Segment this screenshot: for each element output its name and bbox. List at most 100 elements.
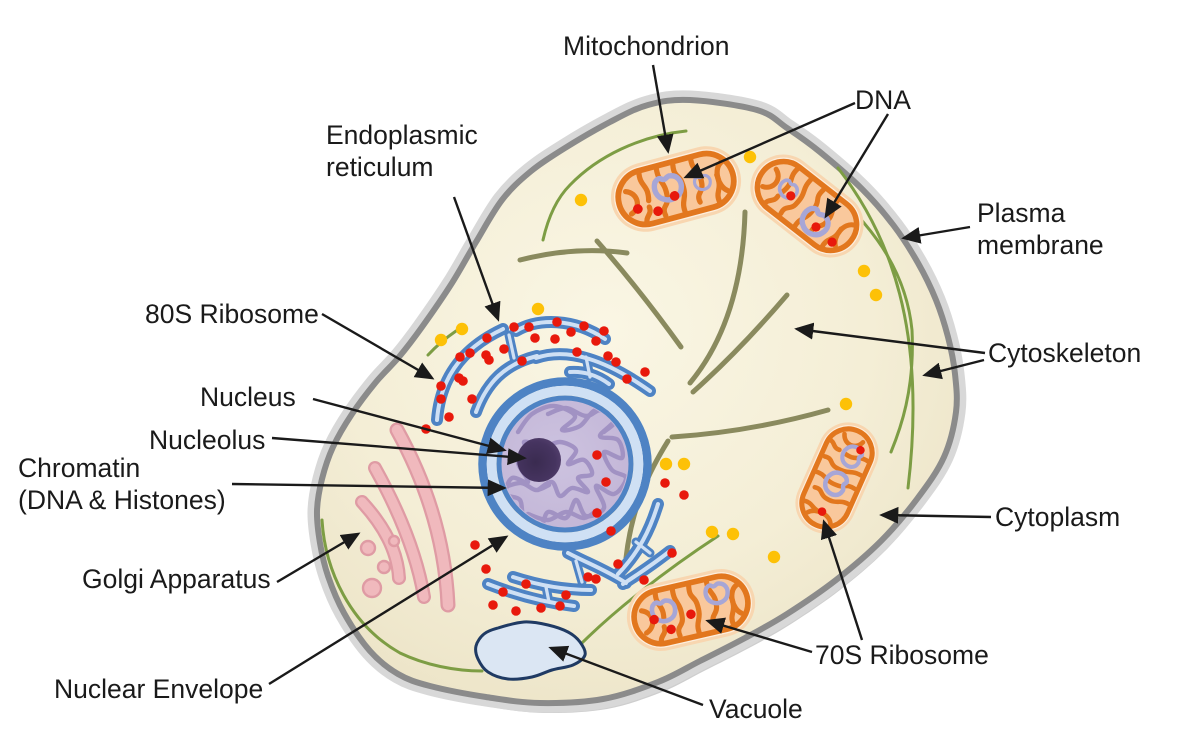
ribosome-80s-dot <box>499 344 509 354</box>
vesicle-dots <box>434 150 883 564</box>
er-u3b-lumen <box>534 352 652 393</box>
ribosome-80s-dot <box>470 540 480 550</box>
ribosome-80s-dot <box>521 579 531 589</box>
vesicle-dot <box>869 288 883 302</box>
arrow-endoplasmic-reticulum <box>452 196 501 322</box>
mito-3-dna-loop <box>823 470 850 498</box>
label-mitochondrion: Mitochondrion <box>563 31 730 61</box>
ribosome-80s-dot <box>592 450 602 460</box>
golgi-vesicle <box>376 559 392 575</box>
vesicle-dot <box>743 150 757 164</box>
ribosome-80s-dot <box>660 478 670 488</box>
ribosome-80s-dot <box>552 317 562 327</box>
label-cytoplasm: Cytoplasm <box>995 502 1121 532</box>
golgi-sac-2-fill <box>370 463 429 602</box>
ribosome-80s-dot <box>640 367 650 377</box>
label-golgi-apparatus: Golgi Apparatus <box>82 564 271 594</box>
ribosome-80s-dot <box>550 334 560 344</box>
label-chromatin: Chromatin (DNA & Histones) <box>18 453 226 515</box>
ribosome-80s-dot <box>667 548 677 558</box>
ribosome-80s-dot <box>606 526 616 536</box>
label-ribosome-70s: 70S Ribosome <box>815 640 989 670</box>
mito-2-ribosome-70s-dot <box>827 237 837 247</box>
vesicle-dot <box>677 457 691 471</box>
ribosome-80s-dot <box>583 572 593 582</box>
golgi-vesicle <box>359 539 377 557</box>
label-nucleus: Nucleus <box>200 382 296 412</box>
mito-4-dna-loop <box>703 581 730 606</box>
golgi-vesicle <box>361 577 383 599</box>
nucleolus-shape <box>517 438 561 482</box>
ribosomes-80s-dots <box>421 317 689 616</box>
mito-3-ribosome-70s-dot <box>856 445 865 455</box>
mito-2-ribosome-70s-dot <box>786 191 796 201</box>
vesicle-dot <box>767 550 781 564</box>
label-dna: DNA <box>855 85 911 115</box>
er-l5-lumen <box>486 582 576 608</box>
ribosome-80s-dot <box>482 333 492 343</box>
ribosome-80s-dot <box>509 322 519 332</box>
label-cytoskeleton: Cytoskeleton <box>988 338 1142 368</box>
ribosome-80s-dot <box>601 477 611 487</box>
mito-2-dna-loop <box>799 205 831 238</box>
ribosome-80s-dot <box>481 564 491 574</box>
label-plasma-membrane: Plasma membrane <box>977 198 1104 260</box>
ribosome-80s-dot <box>591 336 601 346</box>
ribosome-80s-dot <box>555 601 565 611</box>
golgi-sac-1-fill <box>391 424 454 611</box>
arrow-cytoplasm <box>879 506 992 524</box>
cyto-o1 <box>517 248 630 263</box>
er-bridge-5-lumen <box>574 559 584 584</box>
ribosome-80s-dot <box>613 559 623 569</box>
arrow-mitochondrion <box>651 64 674 154</box>
plasma-membrane-shape <box>313 96 960 707</box>
mito-2-ribosome-70s-dot <box>811 222 821 232</box>
ribosome-80s-dot <box>566 327 576 337</box>
nuclear-envelope-gap <box>486 385 644 543</box>
er-bridge-3-lumen <box>634 540 652 555</box>
ribosome-80s-dot <box>517 356 527 366</box>
nucleus-shape <box>478 377 652 551</box>
arrow-70s-ribosome-1 <box>820 519 864 641</box>
vesicle-dot <box>455 322 469 336</box>
er-l3-lumen <box>566 551 628 585</box>
mito-1-ribosome-70s-dot <box>653 206 663 217</box>
ribosome-80s-dot <box>481 350 491 360</box>
er-bridge-4-lumen <box>544 585 551 604</box>
ribosome-80s-dot <box>611 357 621 367</box>
nuclear-envelope-outer-ring <box>478 377 652 551</box>
er-t1-lumen <box>616 502 660 576</box>
ribosome-80s-dot <box>465 348 475 358</box>
mito-4-ribosome-70s-dot <box>686 609 696 619</box>
mito-4-ribosome-70s-dot <box>666 624 676 635</box>
ribosome-80s-dot <box>561 590 571 600</box>
vesicle-dot <box>659 457 673 471</box>
arrow-chromatin <box>231 479 507 497</box>
label-nucleolus: Nucleolus <box>149 425 266 455</box>
ribosome-80s-dot <box>592 508 602 518</box>
chromatin-strand <box>535 439 595 499</box>
ribosome-80s-dot <box>579 321 589 331</box>
ribosome-80s-dot <box>603 351 613 361</box>
mito-1-ribosome-70s-dot <box>633 204 643 214</box>
arrow-vacuole <box>548 645 704 707</box>
ribosome-80s-dot <box>467 394 477 404</box>
golgi-vesicle <box>387 534 401 548</box>
vacuole-shape <box>474 620 587 681</box>
ribosome-80s-dot <box>444 412 454 422</box>
label-arrows <box>231 64 992 707</box>
ribosome-80s-dot <box>572 347 582 357</box>
arrow-80s-ribosome <box>321 312 435 380</box>
mito-2-dna-loop <box>777 178 800 200</box>
ribosome-80s-dot <box>599 326 609 336</box>
arrow-70s-ribosome-2 <box>705 617 813 654</box>
cyto-o5 <box>669 407 831 440</box>
mito-4-ribosome-70s-dot <box>649 614 659 625</box>
vesicle-dot <box>839 397 853 411</box>
mito-3-dna-loop <box>840 444 865 469</box>
er-bridge-1-lumen <box>507 333 516 360</box>
arrow-nucleus <box>312 397 507 454</box>
ribosome-80s-dot <box>436 394 446 404</box>
